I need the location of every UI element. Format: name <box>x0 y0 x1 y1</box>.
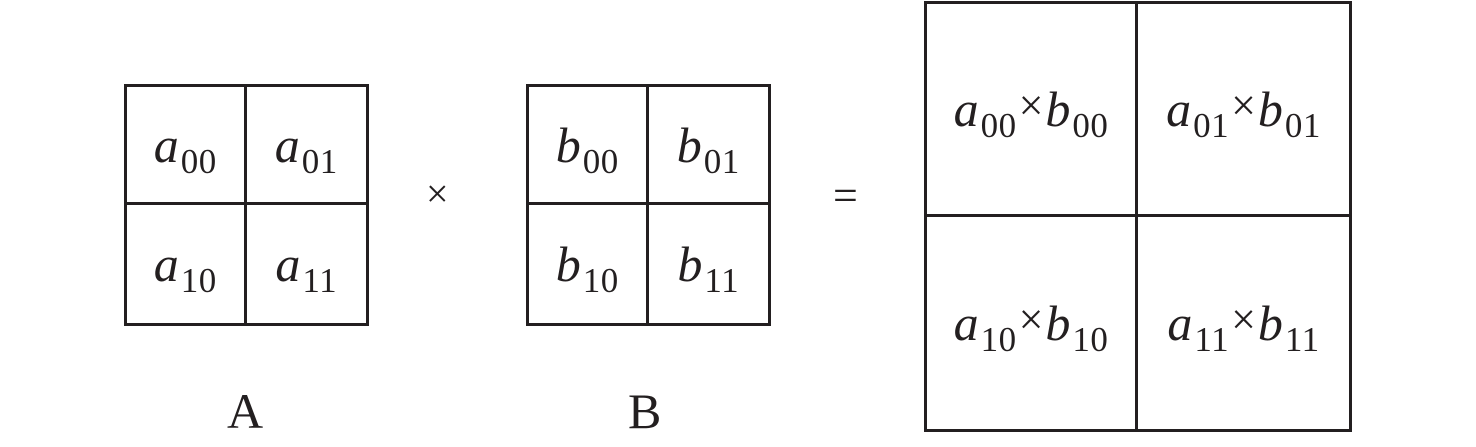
result-a-variable: a <box>1167 294 1193 351</box>
result-a-variable: a <box>953 80 979 137</box>
cell-variable: a <box>153 236 179 292</box>
cell-subscript: 00 <box>582 141 619 181</box>
multiply-operator: × <box>426 171 449 216</box>
result-b-variable: b <box>1045 294 1071 351</box>
result-b-variable: b <box>1257 294 1283 351</box>
cell-subscript: 10 <box>582 261 619 301</box>
result-times-sign: × <box>1231 295 1256 345</box>
result-a-subscript: 01 <box>1193 105 1230 145</box>
cell-variable: b <box>555 236 581 292</box>
result-times-sign: × <box>1231 81 1256 131</box>
cell-variable: a <box>274 116 300 173</box>
result-a-subscript: 11 <box>1194 319 1230 359</box>
result-b-subscript: 01 <box>1284 105 1321 145</box>
matrix-b-cell-11: b11 <box>649 205 769 323</box>
result-a-subscript: 10 <box>980 319 1017 359</box>
matrix-b-label: B <box>628 383 662 439</box>
cell-subscript: 01 <box>703 141 740 181</box>
matrix-a-label: A <box>227 383 264 439</box>
matrix-a-cell-01: a01 <box>246 87 366 205</box>
result-times-sign: × <box>1018 81 1044 131</box>
cell-subscript: 01 <box>301 141 338 181</box>
result-a-subscript: 00 <box>980 105 1017 145</box>
result-b-subscript: 10 <box>1072 319 1109 359</box>
equals-sign: = <box>833 171 858 220</box>
result-cell-01: a01×b01 <box>1138 4 1349 217</box>
result-b-subscript: 11 <box>1284 319 1320 359</box>
cell-subscript: 11 <box>704 261 740 301</box>
matrix-b-cell-01: b01 <box>648 87 768 205</box>
matrix-b-cell-10: b10 <box>529 205 649 323</box>
result-a-variable: a <box>953 294 979 351</box>
cell-variable: b <box>677 236 703 292</box>
cell-variable: a <box>153 116 179 173</box>
result-b-subscript: 00 <box>1072 105 1109 145</box>
matrix-a-cell-10: a10 <box>127 205 247 323</box>
result-b-variable: b <box>1257 80 1283 137</box>
cell-variable: b <box>676 116 702 173</box>
result-cell-10: a10×b10 <box>927 216 1138 429</box>
matrix-a-cell-11: a11 <box>247 205 367 323</box>
cell-variable: a <box>275 236 301 292</box>
matrix-a-cell-00: a00 <box>127 87 247 205</box>
result-matrix: a00×b00 a01×b01 a10×b10 a11×b11 <box>924 1 1352 432</box>
matrix-b: b00 b01 b10 b11 <box>526 84 771 326</box>
matrix-a: a00 a01 a10 a11 <box>124 84 369 326</box>
result-cell-00: a00×b00 <box>927 4 1138 217</box>
cell-subscript: 00 <box>180 141 217 181</box>
result-cell-11: a11×b11 <box>1138 217 1349 430</box>
result-a-variable: a <box>1166 80 1192 137</box>
matrix-b-cell-00: b00 <box>529 87 649 205</box>
cell-variable: b <box>555 116 581 173</box>
result-times-sign: × <box>1018 295 1044 345</box>
result-b-variable: b <box>1045 80 1071 137</box>
cell-subscript: 11 <box>302 261 338 301</box>
cell-subscript: 10 <box>180 261 217 301</box>
